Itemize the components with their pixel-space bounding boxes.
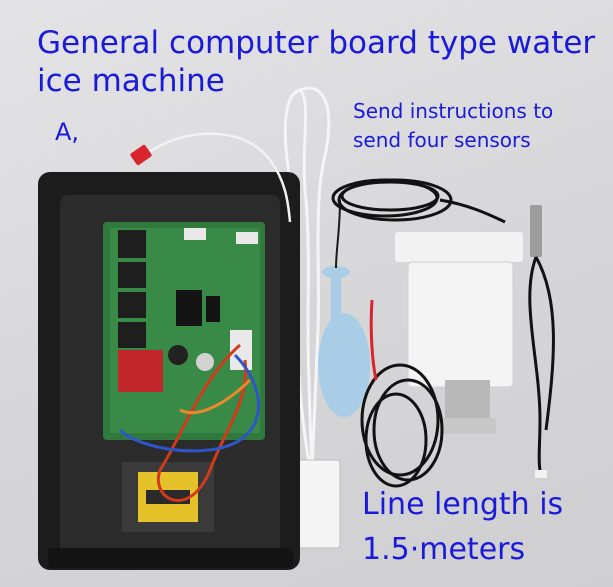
sensors-caption-line1: Send instructions to xyxy=(353,99,554,123)
temperature-probe xyxy=(528,205,555,478)
computer-control-board xyxy=(103,222,265,440)
float-switch xyxy=(318,199,370,417)
sensor-a-connector xyxy=(130,132,292,223)
product-title: General computer board type water ice ma… xyxy=(37,24,595,100)
line-length-caption-line1: Line length is xyxy=(362,487,564,522)
component-label-a: A, xyxy=(55,118,80,146)
line-length-caption: Line length is 1.5·meters xyxy=(362,482,563,572)
product-title-line2: ice machine xyxy=(37,63,225,99)
sensors-caption-line2: send four sensors xyxy=(353,128,531,152)
cable-coil-bottom xyxy=(360,299,444,488)
line-length-caption-line2: 1.5·meters xyxy=(362,532,526,567)
product-title-line1: General computer board type water xyxy=(37,25,596,61)
cable-coil-top xyxy=(331,178,506,224)
wiring-harness xyxy=(118,343,260,502)
ice-thickness-bracket xyxy=(395,232,523,434)
sensors-caption: Send instructions to send four sensors xyxy=(353,97,553,155)
